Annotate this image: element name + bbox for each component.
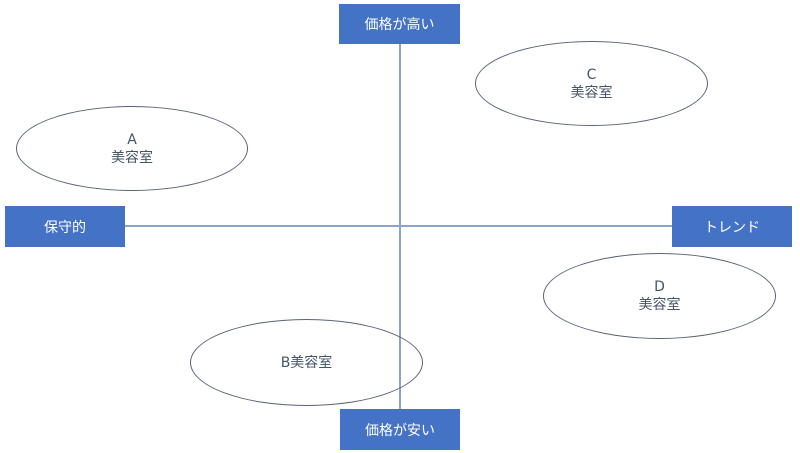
salon-a-letter: A	[127, 131, 137, 148]
salon-d-letter: D	[654, 279, 665, 295]
salon-a-ellipse[interactable]: A 美容室	[16, 106, 248, 191]
salon-d-label: 美容室	[638, 297, 681, 313]
vertical-axis-line	[399, 44, 401, 410]
bottom-axis-label-box[interactable]: 価格が安い	[340, 409, 460, 450]
left-axis-label-box[interactable]: 保守的	[5, 206, 125, 247]
conservative-label: 保守的	[44, 219, 86, 236]
salon-c-label: 美容室	[570, 84, 613, 101]
high-price-label: 価格が高い	[364, 17, 435, 33]
salon-a-label: 美容室	[111, 149, 153, 166]
salon-c-ellipse[interactable]: C 美容室	[475, 41, 708, 126]
low-price-label: 価格が安い	[365, 422, 435, 439]
right-axis-label-box[interactable]: トレンド	[672, 206, 792, 247]
salon-b-ellipse[interactable]: B美容室	[190, 319, 423, 406]
trend-label: トレンド	[704, 219, 760, 236]
salon-d-ellipse[interactable]: D 美容室	[543, 253, 776, 339]
salon-c-letter: C	[586, 66, 597, 83]
top-axis-label-box[interactable]: 価格が高い	[339, 4, 460, 44]
horizontal-axis-line	[125, 225, 672, 227]
salon-b-label: B美容室	[280, 354, 333, 371]
